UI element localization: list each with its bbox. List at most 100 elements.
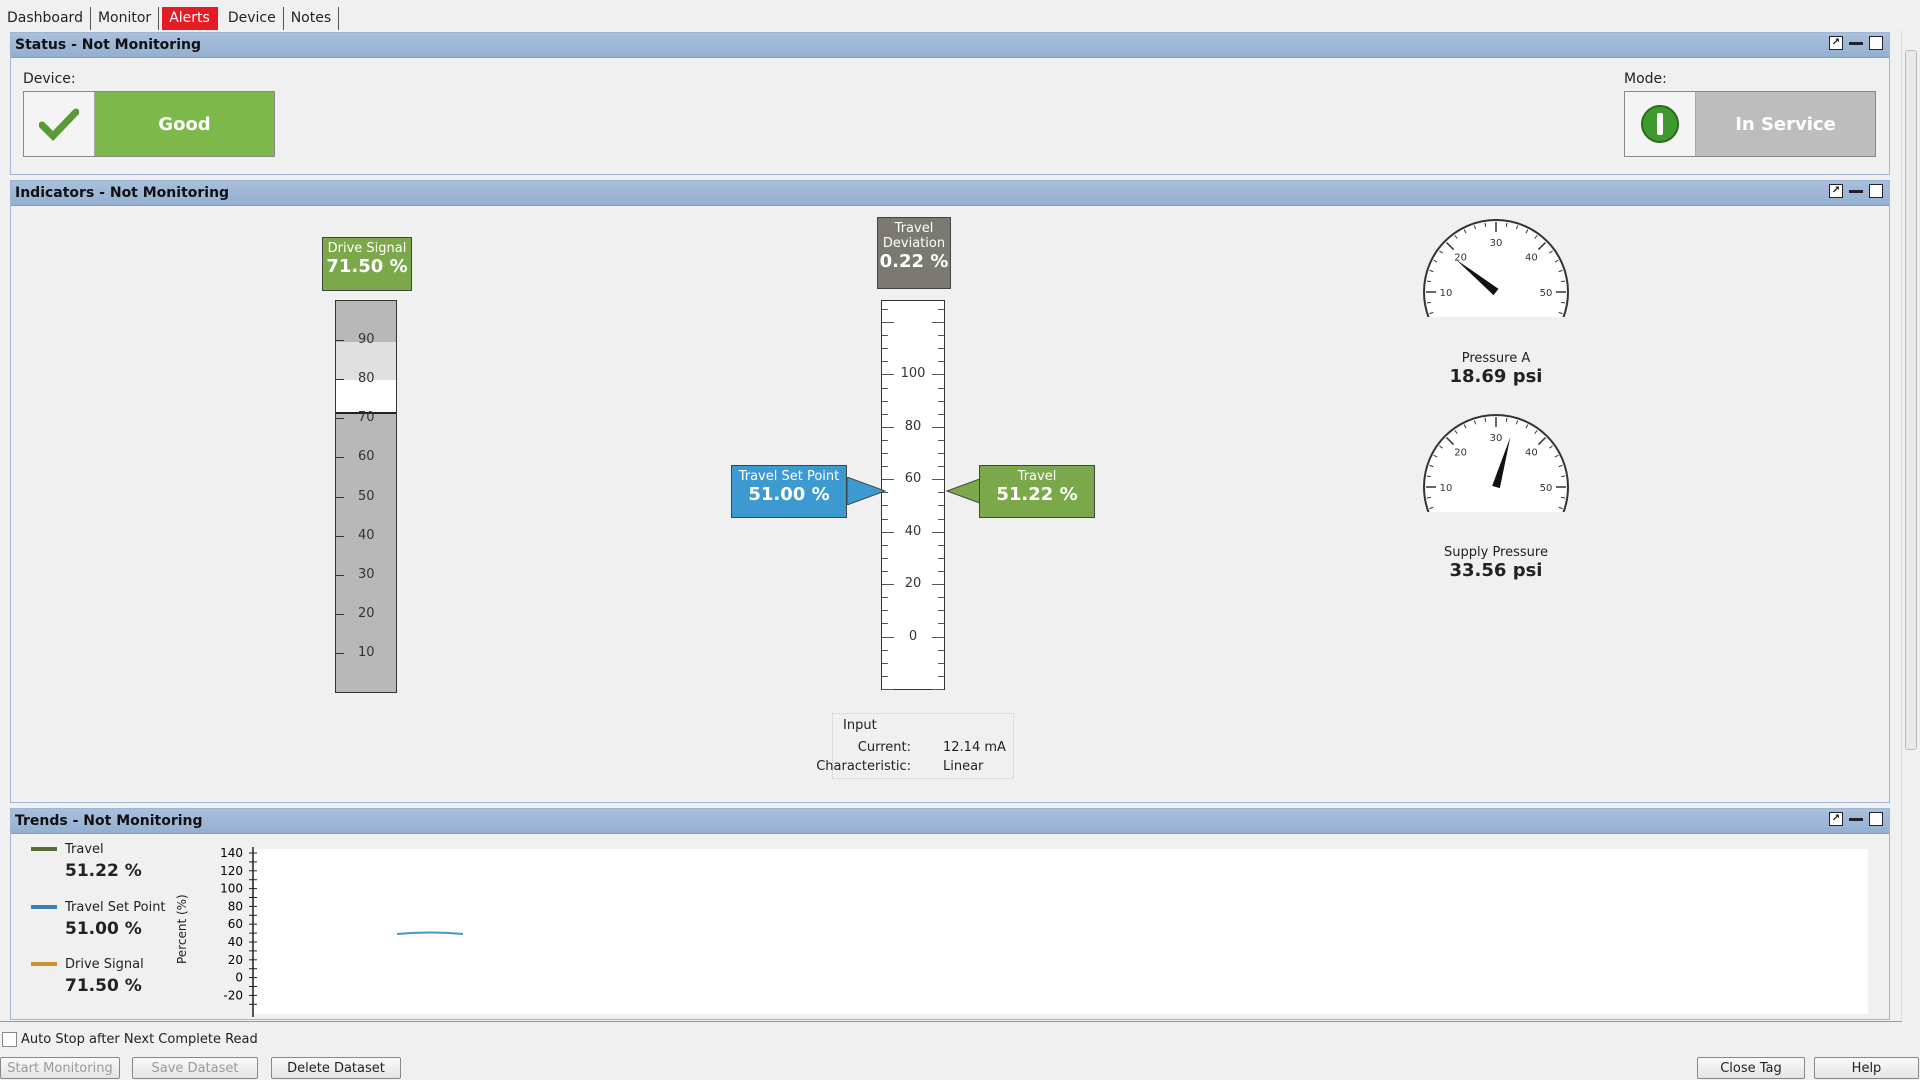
drive-signal-tick-label: 20: [358, 605, 375, 621]
device-status-box: Good: [23, 91, 275, 157]
tab-alerts[interactable]: Alerts: [162, 7, 218, 30]
travel-scale-tick: [882, 348, 888, 350]
travel-scale-tick: [932, 426, 944, 428]
maximize-icon[interactable]: [1869, 812, 1883, 826]
auto-stop-option[interactable]: Auto Stop after Next Complete Read: [2, 1032, 258, 1047]
travel-scale-tick: [938, 505, 944, 507]
tab-dashboard[interactable]: Dashboard: [0, 7, 91, 30]
gauge-tick: [1426, 496, 1431, 499]
travel-scale-tick: [932, 479, 944, 481]
gauge-tick: [1549, 445, 1553, 449]
tab-device[interactable]: Device: [221, 7, 284, 30]
close-tag-button[interactable]: Close Tag: [1697, 1057, 1805, 1079]
gauge-tick: [1433, 454, 1438, 458]
travel-scale-tick: [938, 308, 944, 310]
travel-label: Travel: [1017, 469, 1057, 484]
status-panel-title: Status - Not Monitoring: [15, 37, 201, 53]
drive-signal-tick: [336, 340, 344, 342]
travel-scale-tick: [882, 610, 888, 612]
gauge-tick: [1426, 475, 1431, 478]
travel-set-point-callout: Travel Set Point 51.00 %: [731, 465, 847, 518]
travel-scale-tick: [882, 597, 888, 599]
gauge-tick: [1439, 445, 1443, 449]
status-panel-header: Status - Not Monitoring ↗: [11, 33, 1889, 58]
gauge-tick: [1463, 229, 1467, 234]
vertical-scrollbar[interactable]: [1901, 30, 1920, 1020]
tab-notes[interactable]: Notes: [284, 7, 340, 30]
maximize-icon[interactable]: [1869, 36, 1883, 50]
travel-scale-tick: [932, 374, 944, 376]
travel-scale-tick: [882, 557, 888, 559]
gauge-tick: [1525, 424, 1529, 429]
travel-scale-tick: [938, 544, 944, 546]
gauge-tick: [1515, 420, 1519, 425]
minimize-icon[interactable]: [1849, 812, 1863, 821]
legend-item-travel[interactable]: Travel 51.22 %: [31, 841, 142, 881]
input-characteristic-value: Linear: [943, 759, 984, 774]
drive-signal-upper-band: [336, 342, 396, 381]
minimize-icon[interactable]: [1849, 36, 1863, 45]
pressure-a-value: 18.69 psi: [1449, 366, 1543, 387]
travel-scale-tick-label: 60: [904, 471, 922, 487]
travel-scale-tick: [938, 518, 944, 520]
tab-monitor[interactable]: Monitor: [91, 7, 160, 30]
drive-signal-tick-label: 40: [358, 527, 375, 543]
popout-icon[interactable]: ↗: [1829, 812, 1843, 826]
gauge-tick: [1537, 241, 1547, 251]
trends-panel-header: Trends - Not Monitoring ↗: [11, 809, 1889, 834]
travel-scale-tick: [938, 400, 944, 402]
trend-y-tick-label: 80: [228, 899, 243, 913]
legend-name-travel: Travel: [65, 842, 104, 857]
gauge-tick: [1558, 311, 1563, 315]
gauge-tick-label: 50: [1540, 483, 1553, 494]
gauge-tick: [1558, 506, 1563, 510]
trend-plot-area[interactable]: [254, 849, 1868, 1014]
gauge-tick-label: 30: [1490, 238, 1503, 249]
gauge-tick: [1426, 280, 1431, 283]
travel-scale-tick-label: 40: [904, 523, 922, 539]
indicators-panel-header: Indicators - Not Monitoring ↗: [11, 181, 1889, 206]
gauge-needle: [1455, 259, 1499, 296]
input-info: Input Current: 12.14 mA Characteristic: …: [816, 713, 1014, 779]
panel-window-controls: ↗: [1829, 812, 1883, 826]
travel-scale-tick: [938, 439, 944, 441]
gauge-face: [1423, 414, 1569, 512]
drive-signal-tick-label: 70: [358, 410, 375, 426]
travel-scale-tick-label: 20: [904, 576, 922, 592]
legend-swatch-drive-signal: [31, 962, 57, 966]
trend-y-tick-label: 120: [220, 864, 243, 878]
auto-stop-checkbox[interactable]: [2, 1032, 17, 1047]
drive-signal-level-band: [336, 380, 396, 415]
help-button[interactable]: Help: [1814, 1057, 1919, 1079]
minimize-icon[interactable]: [1849, 184, 1863, 193]
supply-pressure-gauge: 0102030405060: [1423, 414, 1569, 512]
popout-icon[interactable]: ↗: [1829, 184, 1843, 198]
gauge-tick: [1561, 280, 1566, 283]
legend-item-travel-set-point[interactable]: Travel Set Point 51.00 %: [31, 899, 166, 939]
trend-y-axis-label: Percent (%): [175, 894, 189, 964]
input-current-label: Current:: [857, 740, 911, 755]
legend-item-drive-signal[interactable]: Drive Signal 71.50 %: [31, 956, 144, 996]
travel-scale-tick: [938, 413, 944, 415]
scrollbar-thumb[interactable]: [1905, 50, 1917, 750]
travel-scale-tick: [938, 361, 944, 363]
delete-dataset-button[interactable]: Delete Dataset: [271, 1057, 401, 1079]
travel-scale-tick-label: 0: [908, 628, 918, 644]
gauge-tick-label: 20: [1454, 448, 1467, 459]
panel-window-controls: ↗: [1829, 184, 1883, 198]
gauge-tick: [1534, 430, 1538, 434]
travel-scale-tick: [938, 557, 944, 559]
gauge-tick-label: 40: [1525, 448, 1538, 459]
travel-scale-tick: [932, 321, 944, 323]
start-monitoring-button[interactable]: Start Monitoring: [0, 1057, 120, 1079]
trend-y-tick-label: 60: [228, 917, 243, 931]
gauge-tick: [1429, 311, 1434, 315]
input-title: Input: [843, 718, 877, 733]
supply-pressure-value: 33.56 psi: [1449, 560, 1543, 581]
save-dataset-button[interactable]: Save Dataset: [132, 1057, 258, 1079]
maximize-icon[interactable]: [1869, 184, 1883, 198]
drive-signal-callout: Drive Signal 71.50 %: [322, 237, 412, 291]
travel-scale-tick: [882, 662, 888, 664]
popout-icon[interactable]: ↗: [1829, 36, 1843, 50]
drive-signal-tick: [336, 652, 344, 654]
